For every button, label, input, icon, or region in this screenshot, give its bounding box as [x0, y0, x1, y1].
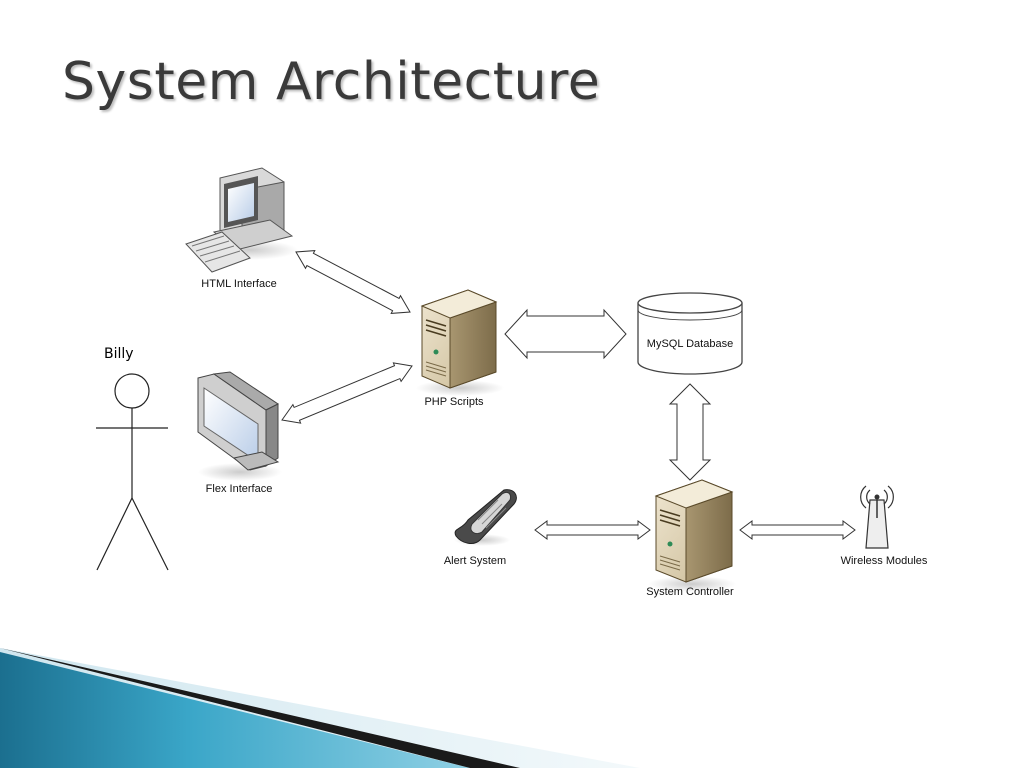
antenna-icon — [860, 485, 894, 549]
connection-arrows — [281, 250, 856, 540]
database-icon — [637, 292, 743, 375]
alert-system-label: Alert System — [443, 555, 507, 567]
mysql-database-label: MySQL Database — [646, 338, 734, 350]
desktop-computer-icon — [185, 167, 298, 273]
server-icon — [416, 289, 504, 396]
actor-stick-figure — [96, 373, 169, 571]
html-interface-label: HTML Interface — [201, 278, 277, 290]
decorative-bottom-band — [0, 648, 640, 768]
arrow-flex-interface-to-php-scripts — [281, 362, 413, 424]
arrow-html-interface-to-php-scripts — [295, 250, 411, 314]
server-icon — [648, 479, 736, 592]
arrow-system-controller-to-wireless-modules — [739, 520, 856, 540]
actor-label-billy: Billy — [104, 346, 134, 362]
arrow-php-scripts-to-mysql-database — [504, 308, 627, 360]
arrow-mysql-database-to-system-controller — [668, 383, 712, 481]
slide-title: System Architecture — [62, 52, 601, 112]
mobile-phone-icon — [454, 489, 517, 546]
wireless-modules-label: Wireless Modules — [840, 555, 928, 567]
monitor-icon — [197, 371, 282, 481]
php-scripts-label: PHP Scripts — [424, 396, 484, 408]
flex-interface-label: Flex Interface — [205, 483, 273, 495]
arrow-alert-system-to-system-controller — [534, 520, 651, 540]
system-controller-label: System Controller — [646, 586, 734, 598]
